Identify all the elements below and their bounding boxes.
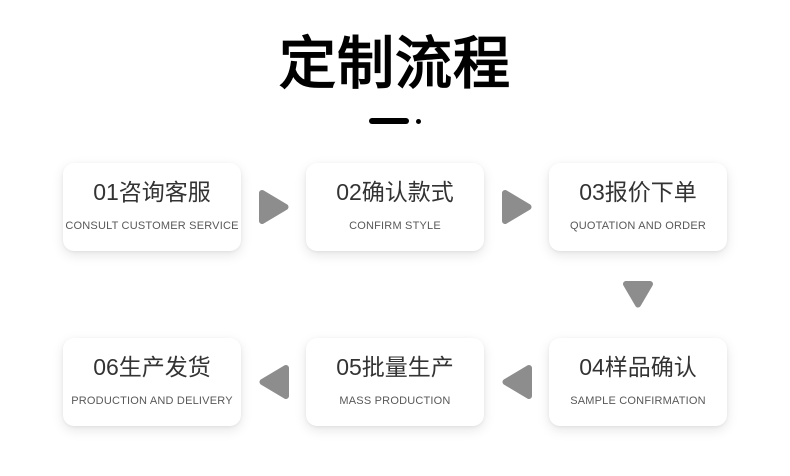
step-06-subtitle: PRODUCTION AND DELIVERY — [71, 395, 233, 407]
step-card-04: 04样品确认 SAMPLE CONFIRMATION — [549, 338, 727, 426]
arrow-right-icon — [500, 187, 534, 227]
arrow-right-icon — [257, 187, 291, 227]
step-card-01: 01咨询客服 CONSULT CUSTOMER SERVICE — [63, 163, 241, 251]
header: 定制流程 — [0, 0, 790, 124]
step-01-title: 01咨询客服 — [93, 179, 211, 205]
arrow-left-icon — [500, 362, 534, 402]
step-05-subtitle: MASS PRODUCTION — [339, 395, 451, 407]
step-04-subtitle: SAMPLE CONFIRMATION — [570, 395, 706, 407]
step-02-subtitle: CONFIRM STYLE — [349, 220, 441, 232]
flow-row-bottom: 06生产发货 PRODUCTION AND DELIVERY 05批量生产 MA… — [63, 338, 727, 426]
step-01-subtitle: CONSULT CUSTOMER SERVICE — [65, 220, 239, 232]
process-flow-diagram: 01咨询客服 CONSULT CUSTOMER SERVICE 02确认款式 C… — [0, 163, 790, 426]
step-card-06: 06生产发货 PRODUCTION AND DELIVERY — [63, 338, 241, 426]
step-card-02: 02确认款式 CONFIRM STYLE — [306, 163, 484, 251]
arrow-down-icon — [620, 279, 656, 310]
step-card-05: 05批量生产 MASS PRODUCTION — [306, 338, 484, 426]
step-02-title: 02确认款式 — [336, 179, 454, 205]
title-divider — [0, 118, 790, 124]
divider-dash-icon — [369, 118, 409, 124]
step-05-title: 05批量生产 — [336, 354, 454, 380]
divider-dot-icon — [416, 118, 421, 124]
step-06-title: 06生产发货 — [93, 354, 211, 380]
step-04-title: 04样品确认 — [579, 354, 697, 380]
step-03-title: 03报价下单 — [579, 179, 697, 205]
step-card-03: 03报价下单 QUOTATION AND ORDER — [549, 163, 727, 251]
flow-row-middle — [63, 251, 727, 338]
flow-row-top: 01咨询客服 CONSULT CUSTOMER SERVICE 02确认款式 C… — [63, 163, 727, 251]
step-03-subtitle: QUOTATION AND ORDER — [569, 220, 706, 232]
arrow-left-icon — [257, 362, 291, 402]
page-title: 定制流程 — [279, 32, 511, 96]
